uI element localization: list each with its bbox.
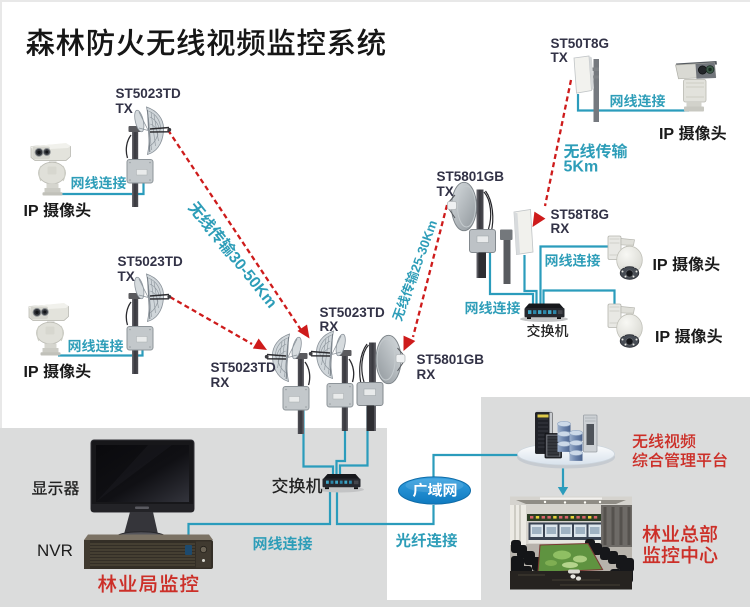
svg-text:ST58T8G: ST58T8G [551, 207, 610, 222]
svg-text:ST5801GB: ST5801GB [417, 352, 485, 367]
svg-text:TX: TX [118, 269, 135, 284]
svg-text:ST50T8G: ST50T8G [551, 36, 610, 51]
svg-text:RX: RX [551, 221, 570, 236]
svg-text:TX: TX [437, 184, 454, 199]
svg-text:RX: RX [320, 319, 339, 334]
svg-text:TX: TX [116, 101, 133, 116]
svg-text:TX: TX [551, 50, 568, 65]
svg-text:ST5801GB: ST5801GB [437, 169, 505, 184]
svg-text:ST5023TD: ST5023TD [118, 254, 184, 269]
svg-text:ST5023TD: ST5023TD [320, 305, 386, 320]
svg-text:RX: RX [417, 367, 436, 382]
svg-text:5Km: 5Km [564, 159, 599, 176]
svg-text:NVR: NVR [37, 541, 73, 560]
svg-text:ST5023TD: ST5023TD [211, 360, 277, 375]
svg-text:ST5023TD: ST5023TD [116, 86, 182, 101]
svg-text:RX: RX [211, 375, 230, 390]
